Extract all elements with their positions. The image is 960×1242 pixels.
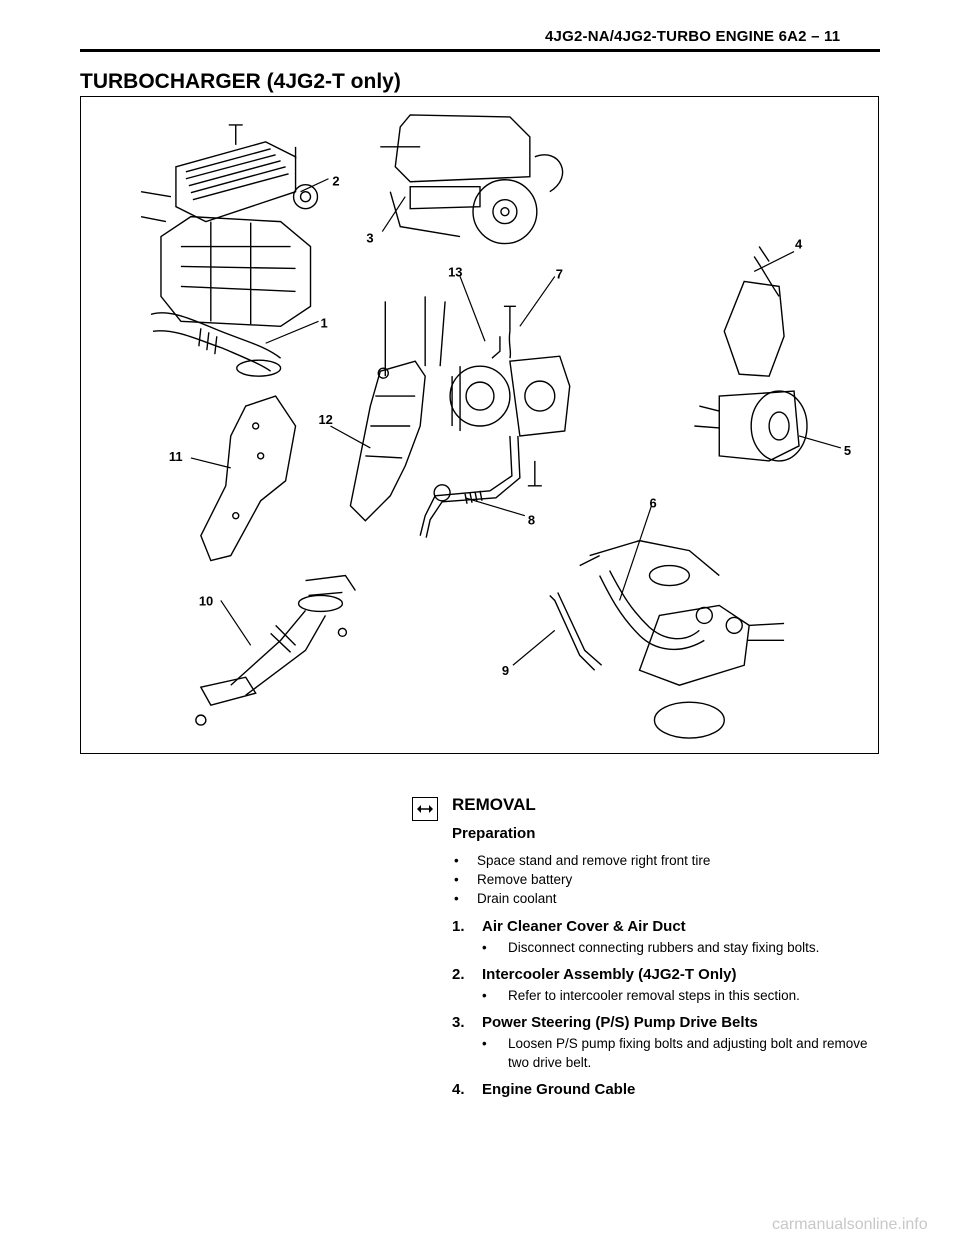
header-rule — [80, 49, 880, 52]
step-note: Disconnect connecting rubbers and stay f… — [482, 938, 882, 957]
removal-heading: REMOVAL — [452, 795, 536, 814]
callout-3: 3 — [366, 231, 373, 246]
section-title: TURBOCHARGER (4JG2-T only) — [80, 70, 401, 93]
coolant-hoses-drawing — [549, 539, 785, 739]
callout-2: 2 — [332, 174, 339, 189]
generator-drawing — [694, 246, 808, 462]
callout-6: 6 — [649, 496, 656, 511]
callout-8: 8 — [528, 513, 535, 528]
removal-section: REMOVAL Preparation Space stand and remo… — [452, 795, 882, 1101]
callout-11: 11 — [169, 449, 183, 464]
callout-7: 7 — [556, 266, 563, 281]
callout-12: 12 — [318, 412, 332, 427]
step-1: 1.Air Cleaner Cover & Air Duct — [452, 918, 686, 935]
preparation-item: Drain coolant — [452, 889, 882, 908]
engine-block-drawing — [140, 191, 312, 328]
exhaust-manifold-drawing — [349, 296, 446, 522]
step-note: Refer to intercooler removal steps in th… — [482, 986, 882, 1005]
exploded-view-figure: 2 3 1 4 5 6 7 8 9 10 11 12 13 — [80, 96, 879, 754]
turbocharger-diagram: 2 3 1 4 5 6 7 8 9 10 11 12 13 — [140, 114, 851, 739]
callout-10: 10 — [199, 593, 213, 608]
step-3-notes: Loosen P/S pump fixing bolts and adjusti… — [482, 1034, 882, 1072]
step-2: 2.Intercooler Assembly (4JG2-T Only) — [452, 966, 737, 983]
running-header: 4JG2-NA/4JG2-TURBO ENGINE 6A2 – 11 — [545, 28, 841, 45]
callout-4: 4 — [795, 237, 803, 252]
preparation-list: Space stand and remove right front tire … — [452, 851, 882, 908]
callout-9: 9 — [502, 663, 509, 678]
callout-5: 5 — [844, 443, 851, 458]
preparation-item: Remove battery — [452, 870, 882, 889]
heat-shield-drawing — [200, 395, 297, 562]
watermark: carmanualsonline.info — [772, 1216, 928, 1233]
air-duct-drawing — [150, 312, 282, 377]
preparation-item: Space stand and remove right front tire — [452, 851, 882, 870]
step-4: 4.Engine Ground Cable — [452, 1081, 636, 1098]
turbocharger-drawing — [449, 305, 571, 437]
step-2-notes: Refer to intercooler removal steps in th… — [482, 986, 882, 1005]
step-1-notes: Disconnect connecting rubbers and stay f… — [482, 938, 882, 957]
exhaust-pipe-drawing — [195, 574, 356, 726]
intercooler-drawing — [175, 124, 319, 223]
callout-13: 13 — [448, 264, 462, 279]
ps-pump-drawing — [380, 114, 564, 245]
oil-pipe-drawing — [419, 435, 542, 538]
callout-1: 1 — [320, 315, 327, 330]
step-3: 3.Power Steering (P/S) Pump Drive Belts — [452, 1014, 758, 1031]
preparation-heading: Preparation — [452, 825, 536, 842]
step-note: Loosen P/S pump fixing bolts and adjusti… — [482, 1034, 882, 1072]
removal-arrows-icon — [412, 797, 438, 821]
